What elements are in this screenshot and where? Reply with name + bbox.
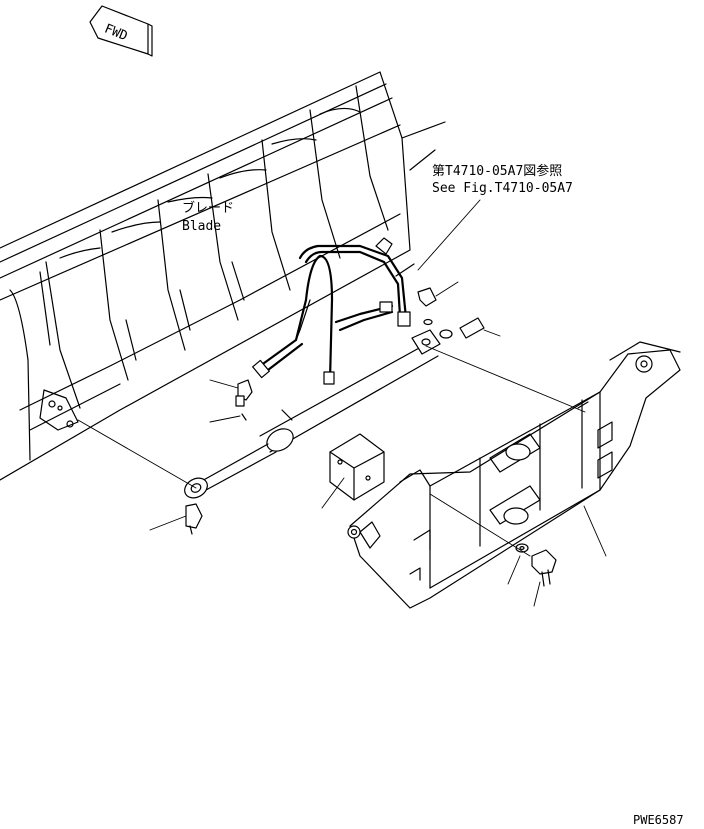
- hydraulic-cylinder: [184, 329, 441, 499]
- blade-assembly: [0, 71, 446, 481]
- washer: [515, 543, 529, 553]
- grease-fitting: [185, 503, 203, 535]
- elbow-fitting-upper: [417, 287, 437, 326]
- reference-label-jp: 第T4710-05A7図参照: [432, 163, 562, 179]
- reference-leader-line: [417, 199, 481, 271]
- reference-label-en: See Fig.T4710-05A7: [432, 181, 573, 196]
- blade-label-jp: ブレード: [182, 200, 234, 216]
- bolt: [531, 549, 557, 587]
- hydraulic-hose-assembly: [252, 237, 415, 385]
- drawing-number: PWE6587: [633, 813, 684, 827]
- frame-assembly: [347, 341, 681, 609]
- cap-block: [329, 433, 385, 501]
- straight-fitting: [439, 317, 485, 339]
- elbow-fitting-lower: [235, 379, 253, 407]
- fwd-arrow-icon: FWD: [89, 5, 153, 57]
- blade-label-en: Blade: [182, 219, 221, 234]
